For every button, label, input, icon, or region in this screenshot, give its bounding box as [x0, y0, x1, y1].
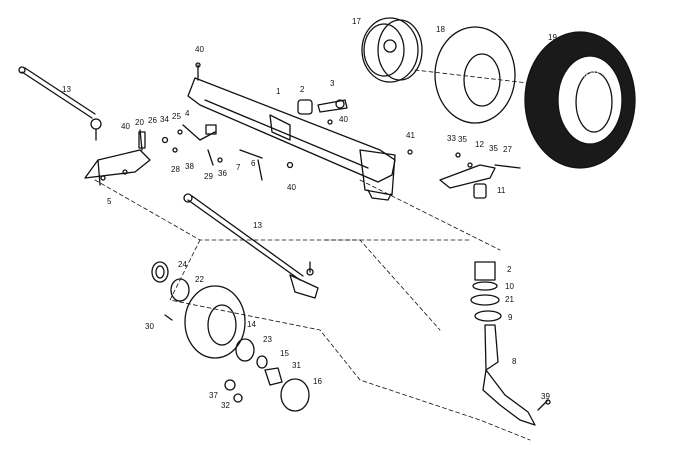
stub-axle	[482, 324, 551, 426]
inner-tube	[434, 26, 516, 124]
label-16: 16	[313, 377, 322, 386]
label-1: 1	[276, 87, 281, 96]
label-8: 8	[512, 357, 517, 366]
label-4: 4	[185, 109, 190, 118]
label-10: 10	[505, 282, 514, 291]
label-17: 17	[352, 17, 361, 26]
label-18: 18	[436, 25, 445, 34]
guide-lines	[94, 69, 546, 441]
label-38: 38	[185, 162, 194, 171]
label-5: 5	[107, 197, 112, 206]
label-36: 36	[218, 169, 227, 178]
label-31: 31	[292, 361, 301, 370]
label-37: 37	[209, 391, 218, 400]
label-40b: 40	[339, 115, 348, 124]
label-14: 14	[247, 320, 256, 329]
label-19: 19	[548, 33, 557, 42]
label-39: 39	[541, 392, 550, 401]
label-9: 9	[508, 313, 513, 322]
tie-rod-upper	[18, 66, 102, 141]
label-22: 22	[195, 275, 204, 284]
label-40a: 40	[121, 122, 130, 131]
wheel-rim	[361, 17, 423, 83]
label-13a: 13	[62, 85, 71, 94]
left-bracket	[84, 149, 151, 186]
label-20: 20	[135, 118, 144, 127]
label-26: 26	[148, 116, 157, 125]
label-7: 7	[236, 163, 241, 172]
label-29: 29	[204, 172, 213, 181]
label-35b: 35	[489, 144, 498, 153]
label-13b: 13	[253, 221, 262, 230]
label-32: 32	[221, 401, 230, 410]
label-34: 34	[160, 115, 169, 124]
label-23: 23	[263, 335, 272, 344]
label-25: 25	[172, 112, 181, 121]
label-3: 3	[330, 79, 335, 88]
label-28: 28	[171, 165, 180, 174]
label-11: 11	[497, 186, 506, 195]
label-40c: 40	[287, 183, 296, 192]
label-35a: 35	[458, 135, 467, 144]
label-2b: 2	[507, 265, 512, 274]
small-hardware	[138, 62, 413, 181]
axle-beam	[187, 77, 396, 201]
label-41b: 41	[406, 131, 415, 140]
right-bracket	[439, 152, 521, 199]
tie-rod-lower	[183, 193, 319, 299]
label-6: 6	[251, 159, 256, 168]
label-41a: 40	[195, 45, 204, 54]
pivot-pin	[297, 99, 348, 115]
label-24: 24	[178, 260, 187, 269]
tire	[524, 31, 636, 169]
label-30: 30	[145, 322, 154, 331]
label-2a: 2	[300, 85, 305, 94]
label-33: 33	[447, 134, 456, 143]
label-12: 12	[475, 140, 484, 149]
label-21: 21	[505, 295, 514, 304]
label-27: 27	[503, 145, 512, 154]
hub-assembly	[151, 261, 310, 412]
label-15: 15	[280, 349, 289, 358]
king-pin-stack	[470, 261, 502, 322]
